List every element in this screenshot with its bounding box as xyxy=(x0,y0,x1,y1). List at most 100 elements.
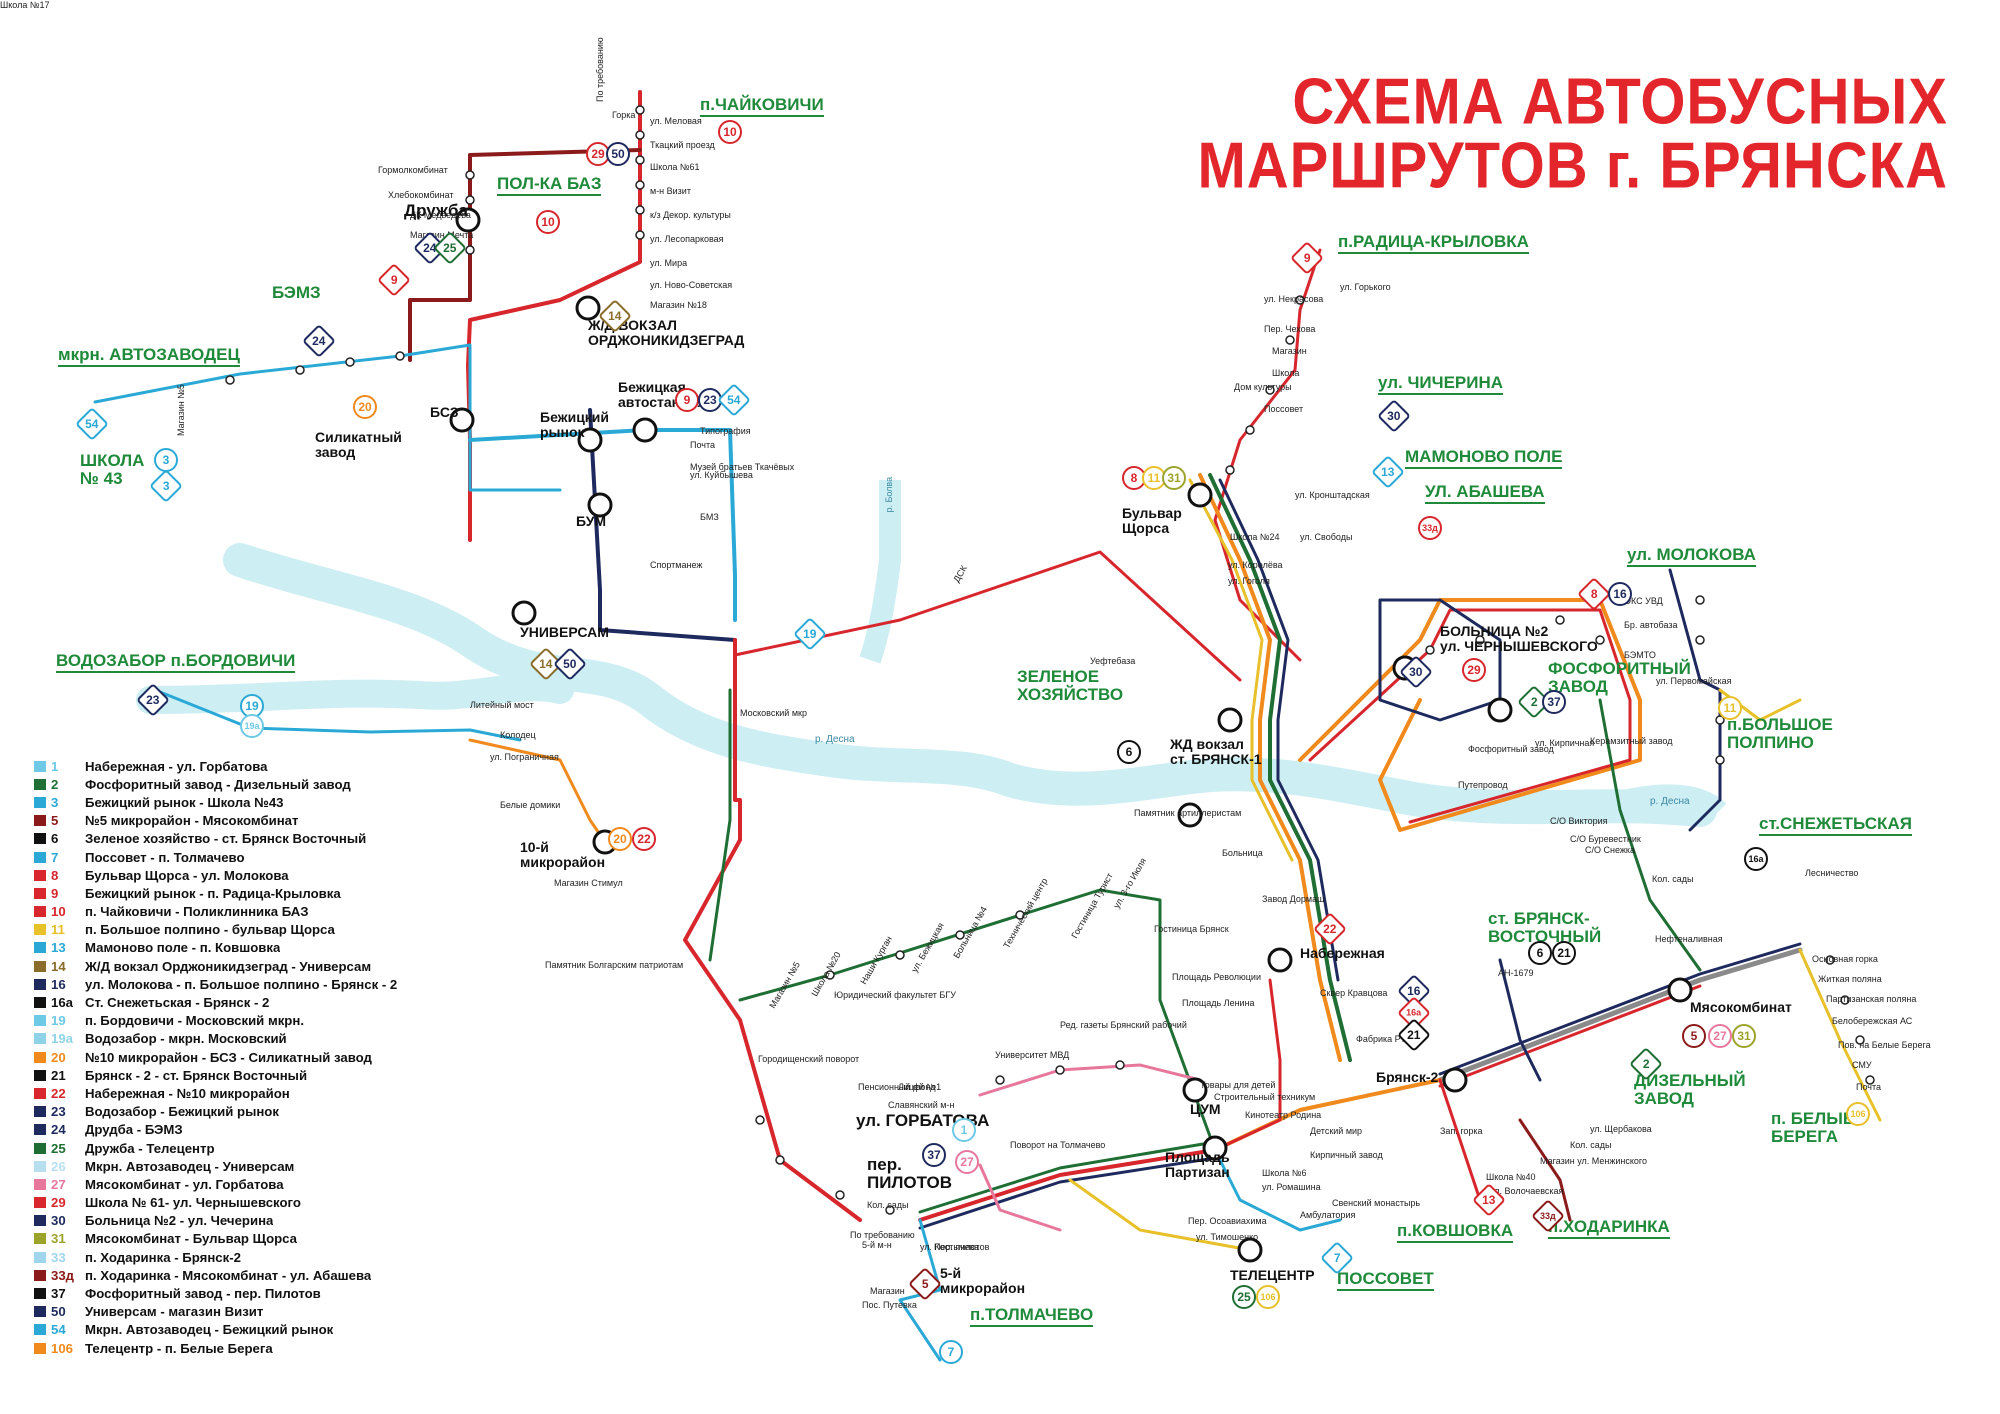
route-badge-number: 13 xyxy=(1482,1192,1496,1207)
route-badge-number: 13 xyxy=(1381,464,1395,479)
legend-route-number: 2 xyxy=(51,776,59,792)
legend-route-number: 16а xyxy=(51,995,74,1011)
legend-route-name: Водозабор - мкрн. Московский xyxy=(85,1031,287,1047)
river-desna xyxy=(136,480,1727,827)
route-badge-number: 10 xyxy=(723,125,737,139)
station-label-bulvar-shchorsa: Бульвар Щорса xyxy=(1122,505,1182,536)
stop-label: Нефтеналивная xyxy=(1655,934,1723,944)
district-label-radica: п.РАДИЦА-КРЫЛОВКА xyxy=(1338,233,1529,254)
legend-route-name: Поссовет - п. Толмачево xyxy=(85,849,245,865)
stop-label: Поворот на Толмачево xyxy=(1010,1140,1106,1150)
stop-label: Товары для детей xyxy=(1200,1080,1276,1090)
district-label-bryansk-vost: ст. БРЯНСК- ВОСТОЧНЫЙ xyxy=(1488,909,1602,946)
district-label-kovshovka: п.КОВШОВКА xyxy=(1397,1222,1514,1243)
route-lines xyxy=(93,90,1882,1362)
route-south-bundle-b xyxy=(918,1148,1217,1222)
route-badge-b-16a2: 16а xyxy=(1744,847,1768,871)
legend-swatch xyxy=(34,1069,46,1081)
legend-route-number: 8 xyxy=(51,867,59,883)
route-badge-number: 21 xyxy=(1557,946,1571,960)
legend-route-name: Мясокомбинат - Бульвар Щорса xyxy=(85,1231,298,1247)
route-badge-b-27b: 27 xyxy=(955,1150,979,1174)
stop-label: Основная горка xyxy=(1812,954,1878,964)
stop-dot xyxy=(885,1205,895,1215)
station-label-bolnitsa2: БОЛЬНИЦА №2 ул. ЧЕРНЫШЕВСКОГО xyxy=(1440,623,1598,654)
legend-route-name: №5 микрорайон - Мясокомбинат xyxy=(85,813,299,829)
stop-label: Литейный мост xyxy=(470,700,534,710)
legend-route-name: п. Ходаринка - Мясокомбинат - ул. Абашев… xyxy=(85,1267,372,1283)
stop-label: Горка xyxy=(612,110,636,120)
node-bezh-rynok xyxy=(577,427,603,453)
route-fosforit-loop-a xyxy=(1298,598,1642,832)
route-red-east xyxy=(733,550,1242,682)
route-badge-number: 9 xyxy=(390,273,398,287)
route-multi-center-a xyxy=(1198,473,1342,1062)
river-bolva xyxy=(859,480,901,664)
node-bulvar xyxy=(1187,482,1213,508)
stop-label: Ткацкий проезд xyxy=(650,140,715,150)
station-label-tsum: ЦУМ xyxy=(1190,1101,1221,1117)
stop-label: Почта xyxy=(1856,1082,1881,1092)
stop-label: ул. Меловая xyxy=(650,116,702,126)
legend-swatch xyxy=(34,1142,46,1154)
stop-dot xyxy=(1015,910,1025,920)
map-title-line-2: МАРШРУТОВ г. БРЯНСКА xyxy=(1197,129,1948,202)
route-navy-6 xyxy=(1498,958,1542,1082)
stop-dot xyxy=(295,365,305,375)
stop-dot xyxy=(465,245,475,255)
legend-swatch xyxy=(34,869,46,881)
stop-label: Школа №24 xyxy=(1230,532,1280,542)
route-green-south xyxy=(708,688,732,962)
legend-route-number: 106 xyxy=(51,1340,74,1356)
route-badge-b-6b: 6 xyxy=(1528,941,1552,965)
district-label-bemz: БЭМЗ xyxy=(272,283,321,302)
stop-label: к/з Декор. культуры xyxy=(650,210,731,220)
legend-route-number: 3 xyxy=(51,794,59,810)
route-badge-b-27a: 27 xyxy=(1708,1024,1732,1048)
stop-label: Бр. автобаза xyxy=(1624,620,1678,630)
route-east-bundle-c xyxy=(1438,984,1702,1088)
route-cyan-avtozavodets xyxy=(93,343,562,492)
station-label-10-mkr: 10-й микрорайон xyxy=(520,839,606,870)
node-bezh-avto xyxy=(632,417,658,443)
legend-route-name: Универсам - магазин Визит xyxy=(85,1304,264,1320)
node-fosforit xyxy=(1487,697,1513,723)
stop-dot xyxy=(755,1115,765,1125)
legend-swatch xyxy=(34,815,46,827)
stop-label: Магазин Стимул xyxy=(554,878,623,888)
station-label-ploshchad: Площадь Партизан xyxy=(1165,1149,1230,1180)
stop-label: Почта xyxy=(690,440,715,450)
stop-label: БЭМТО xyxy=(1624,650,1656,660)
route-badge-number: 20 xyxy=(613,832,627,846)
legend-swatch xyxy=(34,778,46,790)
legend-route-name: Школа № 61- ул. Чернышевского xyxy=(85,1195,301,1211)
stop-dot xyxy=(995,1075,1005,1085)
stop-label: С/О Виктория xyxy=(1550,816,1608,826)
stop-label: По требованию xyxy=(850,1230,915,1240)
stop-label: Музей братьев Ткачёвых xyxy=(690,462,795,472)
route-badge-number: 20 xyxy=(358,400,372,414)
stop-label: м-н Визит xyxy=(650,186,691,196)
legend-swatch xyxy=(34,1306,46,1318)
route-badge-b-33a: 33д xyxy=(1418,516,1442,540)
route-red-radica xyxy=(1213,248,1322,662)
district-label-molokova: ул. МОЛОКОВА xyxy=(1627,546,1756,567)
stop-dot xyxy=(1855,1035,1865,1045)
route-badge-number: 1 xyxy=(960,1123,968,1137)
route-badge-b-10b: 10 xyxy=(536,210,560,234)
stop-label: Школа xyxy=(1272,368,1300,378)
